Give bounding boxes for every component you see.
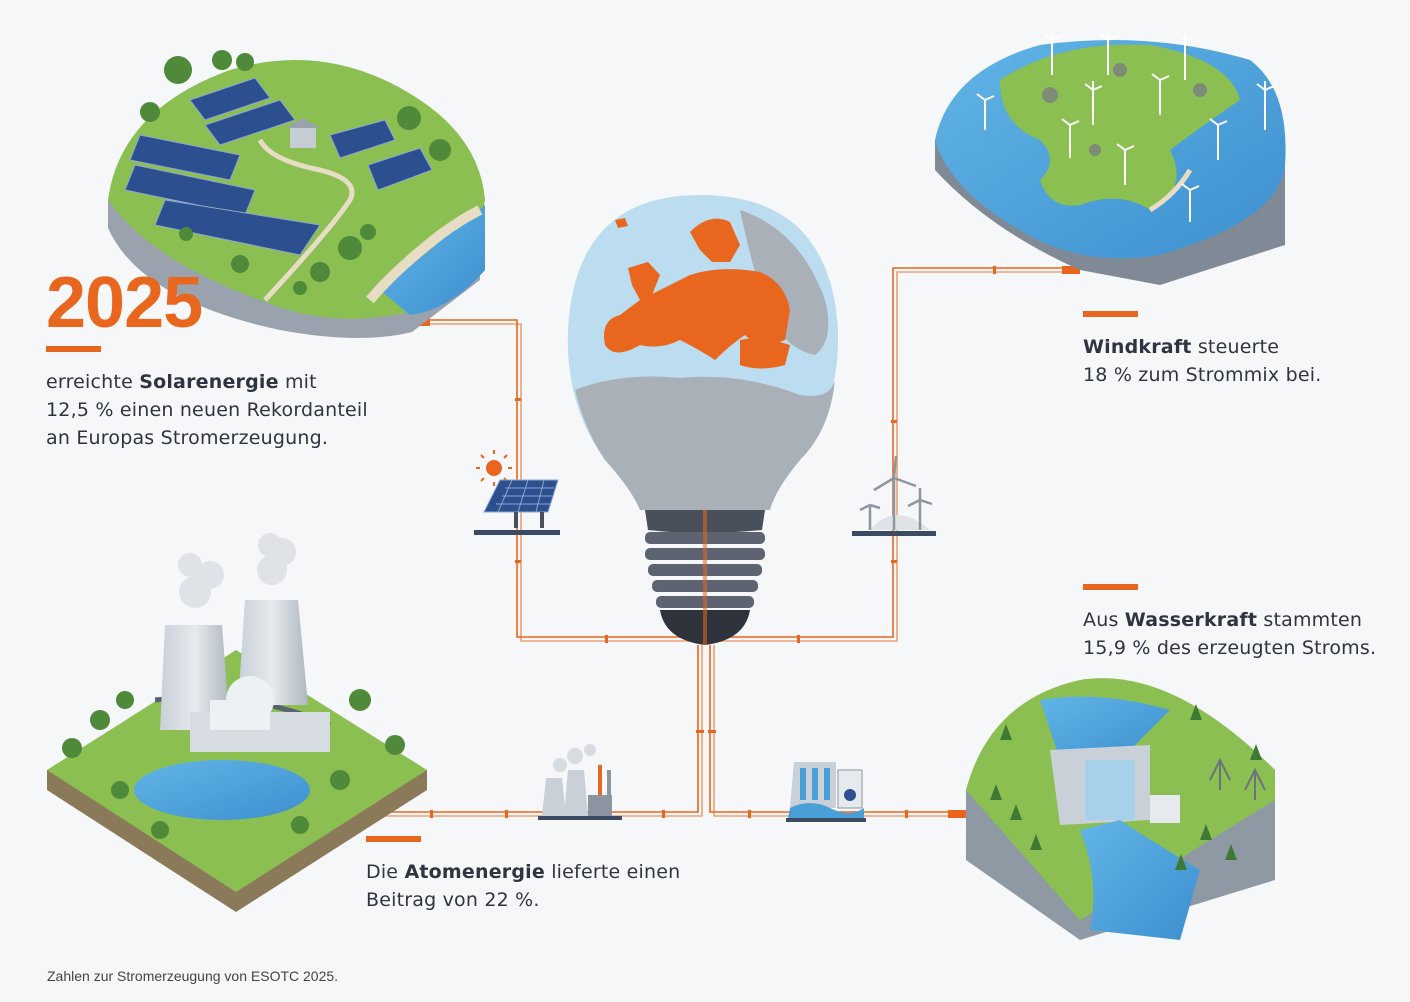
solar-line-1: erreichte Solarenergie mit — [46, 368, 368, 396]
solar-text: erreichte Solarenergie mit 12,5 % einen … — [46, 368, 368, 452]
hydro-dam-illustration — [966, 678, 1275, 940]
solar-accent-bar — [46, 346, 101, 352]
wind-accent-bar — [1083, 311, 1138, 317]
wind-line-1-post: steuerte — [1191, 336, 1280, 358]
wind-turbine-icon — [852, 455, 936, 536]
solar-line-1-post: mit — [278, 371, 317, 393]
hydro-text: Aus Wasserkraft stammten 15,9 % des erze… — [1083, 606, 1376, 662]
connector-wires — [366, 267, 1080, 817]
solar-farm-illustration — [108, 50, 485, 339]
nuclear-plant-illustration — [47, 533, 427, 912]
wind-line-2: 18 % zum Strommix bei. — [1083, 364, 1322, 386]
europe-map — [604, 218, 790, 369]
year-heading: 2025 — [46, 263, 203, 343]
light-bulb-icon — [567, 195, 839, 645]
source-note: Zahlen zur Stromerzeugung von ESOTC 2025… — [47, 968, 339, 984]
solar-line-3: an Europas Stromerzeugung. — [46, 427, 329, 449]
nuclear-line-1: Die Atomenergie lieferte einen — [366, 858, 680, 886]
hydro-line-1-post: stammten — [1257, 609, 1363, 631]
wind-line-1: Windkraft steuerte — [1083, 333, 1321, 361]
solar-keyword: Solarenergie — [139, 371, 279, 393]
wind-text: Windkraft steuerte 18 % zum Strommix bei… — [1083, 333, 1321, 389]
wind-keyword: Windkraft — [1083, 336, 1192, 358]
hydro-accent-bar — [1083, 584, 1138, 590]
hydro-line-1: Aus Wasserkraft stammten — [1083, 606, 1376, 634]
nuclear-accent-bar — [366, 836, 421, 842]
nuclear-keyword: Atomenergie — [404, 861, 545, 883]
hydro-line-1-pre: Aus — [1083, 609, 1125, 631]
nuclear-plant-icon — [538, 744, 622, 820]
sun-icon — [476, 450, 512, 486]
solar-panel-icon — [474, 479, 560, 535]
nuclear-line-1-post: lieferte einen — [544, 861, 681, 883]
hydro-dam-icon — [786, 762, 866, 822]
nuclear-line-1-pre: Die — [366, 861, 405, 883]
solar-line-1-pre: erreichte — [46, 371, 140, 393]
hydro-keyword: Wasserkraft — [1124, 609, 1258, 631]
solar-line-2: 12,5 % einen neuen Rekordanteil — [46, 399, 368, 421]
nuclear-text: Die Atomenergie lieferte einen Beitrag v… — [366, 858, 680, 914]
wind-farm-illustration — [935, 31, 1286, 285]
nuclear-line-2: Beitrag von 22 %. — [366, 889, 540, 911]
hydro-line-2: 15,9 % des erzeugten Stroms. — [1083, 637, 1377, 659]
